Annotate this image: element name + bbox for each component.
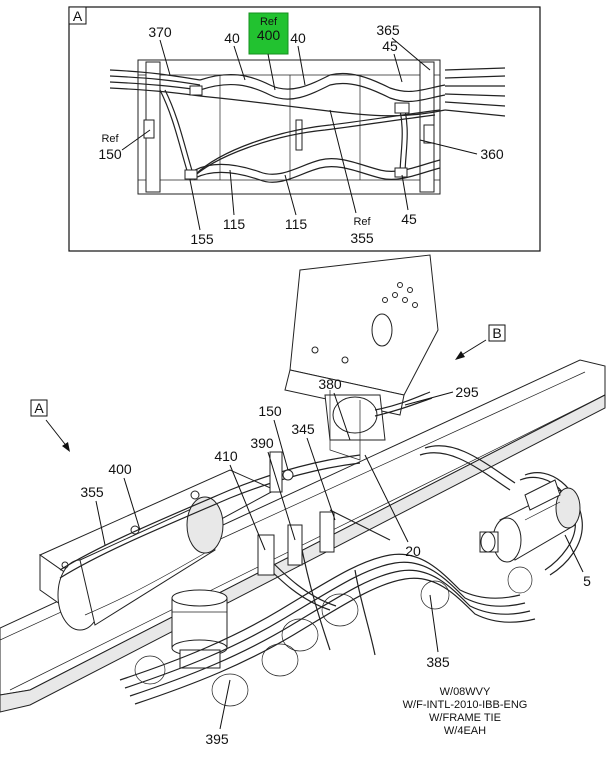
callout-40a: 40 [224, 30, 240, 46]
callout-40b: 40 [290, 30, 306, 46]
callout-395: 395 [205, 731, 229, 747]
callout-ref150-ref: Ref [101, 133, 119, 145]
condition-3: W/FRAME TIE [429, 712, 501, 724]
callout-370: 370 [148, 24, 172, 40]
view-a-box [30, 399, 48, 417]
view-a-label: A [34, 400, 44, 416]
applicability-conditions: W/08WVY W/F-INTL-2010-IBB-ENG W/FRAME TI… [380, 686, 550, 738]
callout-345: 345 [291, 421, 315, 437]
callout-ref355-ref: Ref [353, 216, 371, 228]
main-callouts: 295 380 150 345 390 410 400 355 20 5 385… [80, 376, 591, 747]
callout-380: 380 [318, 376, 342, 392]
callout-295: 295 [455, 384, 479, 400]
detail-callouts: 370 40 40 365 45 Ref 150 360 155 115 115… [98, 22, 504, 247]
callout-5: 5 [583, 573, 591, 589]
callout-45a: 45 [382, 38, 398, 54]
callout-115b: 115 [285, 216, 308, 232]
condition-4: W/4EAH [443, 725, 487, 737]
callout-ref400-num: 400 [257, 27, 281, 43]
callout-115a: 115 [223, 216, 246, 232]
callout-ref355-num: 355 [350, 230, 374, 246]
detail-a-box: A [68, 6, 541, 252]
callout-155: 155 [190, 231, 214, 247]
detail-label-box [68, 6, 87, 25]
detail-harness [109, 67, 506, 183]
cab-bracket [284, 254, 439, 461]
callout-20: 20 [405, 543, 421, 559]
view-b-box [488, 324, 506, 342]
view-arrows: A B [30, 324, 506, 452]
detail-label: A [73, 8, 83, 24]
condition-1: W/08WVY [439, 686, 491, 698]
callout-365: 365 [376, 22, 400, 38]
air-tank-assembly [38, 469, 277, 631]
starter-motor [479, 479, 581, 563]
main-view: A B 295 380 150 345 390 410 400 355 [0, 254, 606, 747]
callout-45b: 45 [401, 211, 417, 227]
callout-355: 355 [80, 484, 104, 500]
condition-2: W/F-INTL-2010-IBB-ENG [402, 699, 528, 711]
callout-385: 385 [426, 654, 450, 670]
callout-360: 360 [480, 146, 504, 162]
air-dryer [171, 589, 228, 669]
callout-390: 390 [250, 435, 274, 451]
callout-410: 410 [214, 448, 238, 464]
callout-ref150-num: 150 [98, 146, 122, 162]
harness-clips [134, 451, 533, 707]
callout-400: 400 [108, 461, 132, 477]
callout-ref400-ref: Ref [260, 16, 278, 28]
callout-150: 150 [258, 403, 282, 419]
view-b-label: B [492, 325, 501, 341]
